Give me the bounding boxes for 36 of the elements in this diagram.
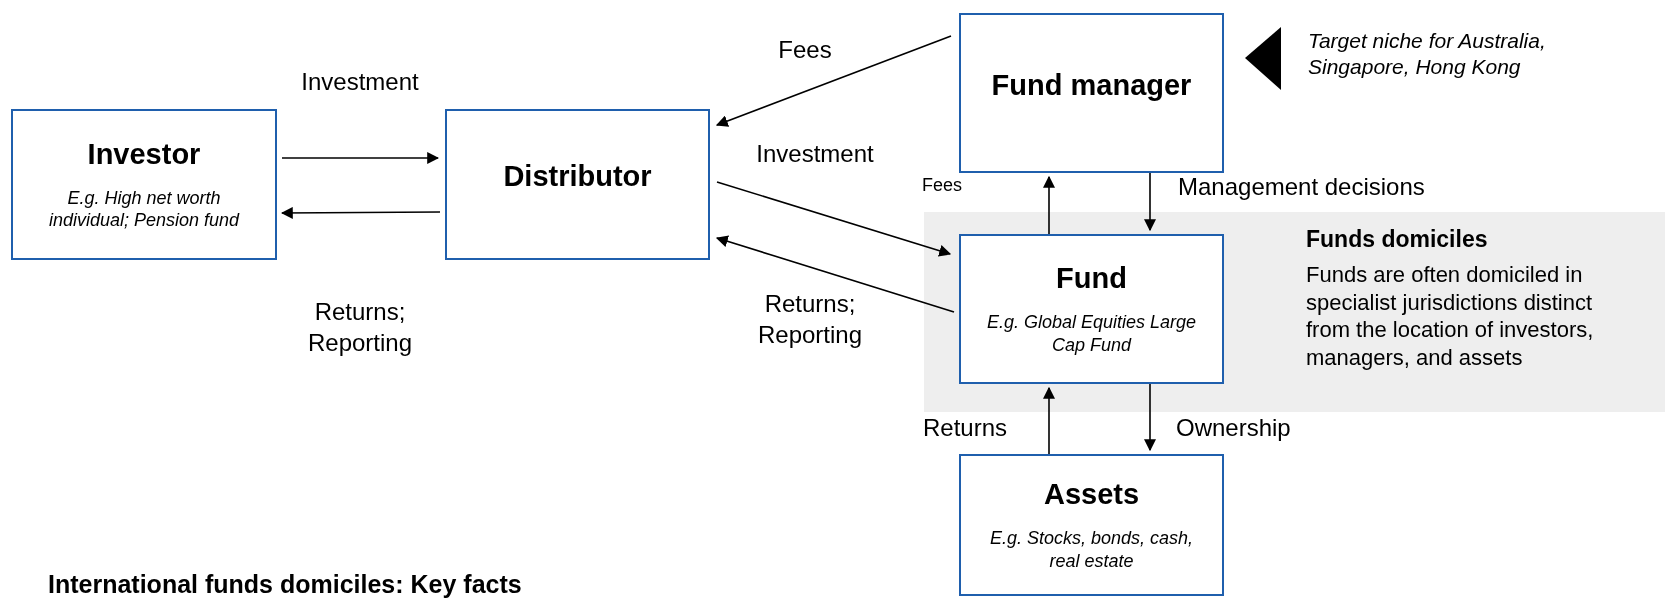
entity-box xyxy=(959,234,1224,384)
node-title: Fund xyxy=(1056,262,1127,295)
edge-label: Investment xyxy=(300,67,420,97)
arrow xyxy=(1144,383,1156,452)
example-text: E.g. Stocks, bonds, cash, real estate xyxy=(988,527,1195,572)
arrow xyxy=(715,235,955,313)
node-title: Funds domiciles xyxy=(1306,226,1488,253)
section-heading: International funds domiciles: Key facts xyxy=(48,570,522,599)
arrow xyxy=(715,35,952,127)
note-text: Target niche for Australia, Singapore, Hong Kong xyxy=(1308,28,1547,81)
arrow xyxy=(280,206,441,219)
example-text: E.g. Global Equities Large Cap Fund xyxy=(985,311,1198,356)
edge-label: Fees xyxy=(777,35,833,65)
edge-label: Returns; Reporting xyxy=(306,297,414,359)
arrow xyxy=(1043,386,1055,455)
entity-box xyxy=(11,109,277,260)
edge-label: Fees xyxy=(921,174,963,197)
panel-text: Funds are often domiciled in specialist jurisdictions distinct from the location of investors, managers, and assets xyxy=(1306,261,1595,371)
edge-label: Returns xyxy=(921,413,1008,443)
edge-label: Ownership xyxy=(1176,413,1292,443)
node-title: Distributor xyxy=(503,160,652,193)
node-title: Fund manager xyxy=(991,68,1192,102)
arrow xyxy=(1144,172,1156,232)
entity-box xyxy=(959,13,1224,173)
node-title: Assets xyxy=(1043,478,1140,511)
example-text: E.g. High net worth individual; Pension fund xyxy=(47,186,241,232)
entity-box xyxy=(445,109,710,260)
edge-label: Investment xyxy=(755,139,875,169)
shaded-panel xyxy=(924,212,1665,412)
arrow xyxy=(716,181,952,257)
node-title: Investor xyxy=(87,137,201,171)
entity-box xyxy=(959,454,1224,596)
arrow xyxy=(1043,175,1055,235)
edge-label: Returns; Reporting xyxy=(756,289,864,351)
edge-label: Management decisions xyxy=(1178,172,1426,202)
arrow xyxy=(281,152,440,164)
